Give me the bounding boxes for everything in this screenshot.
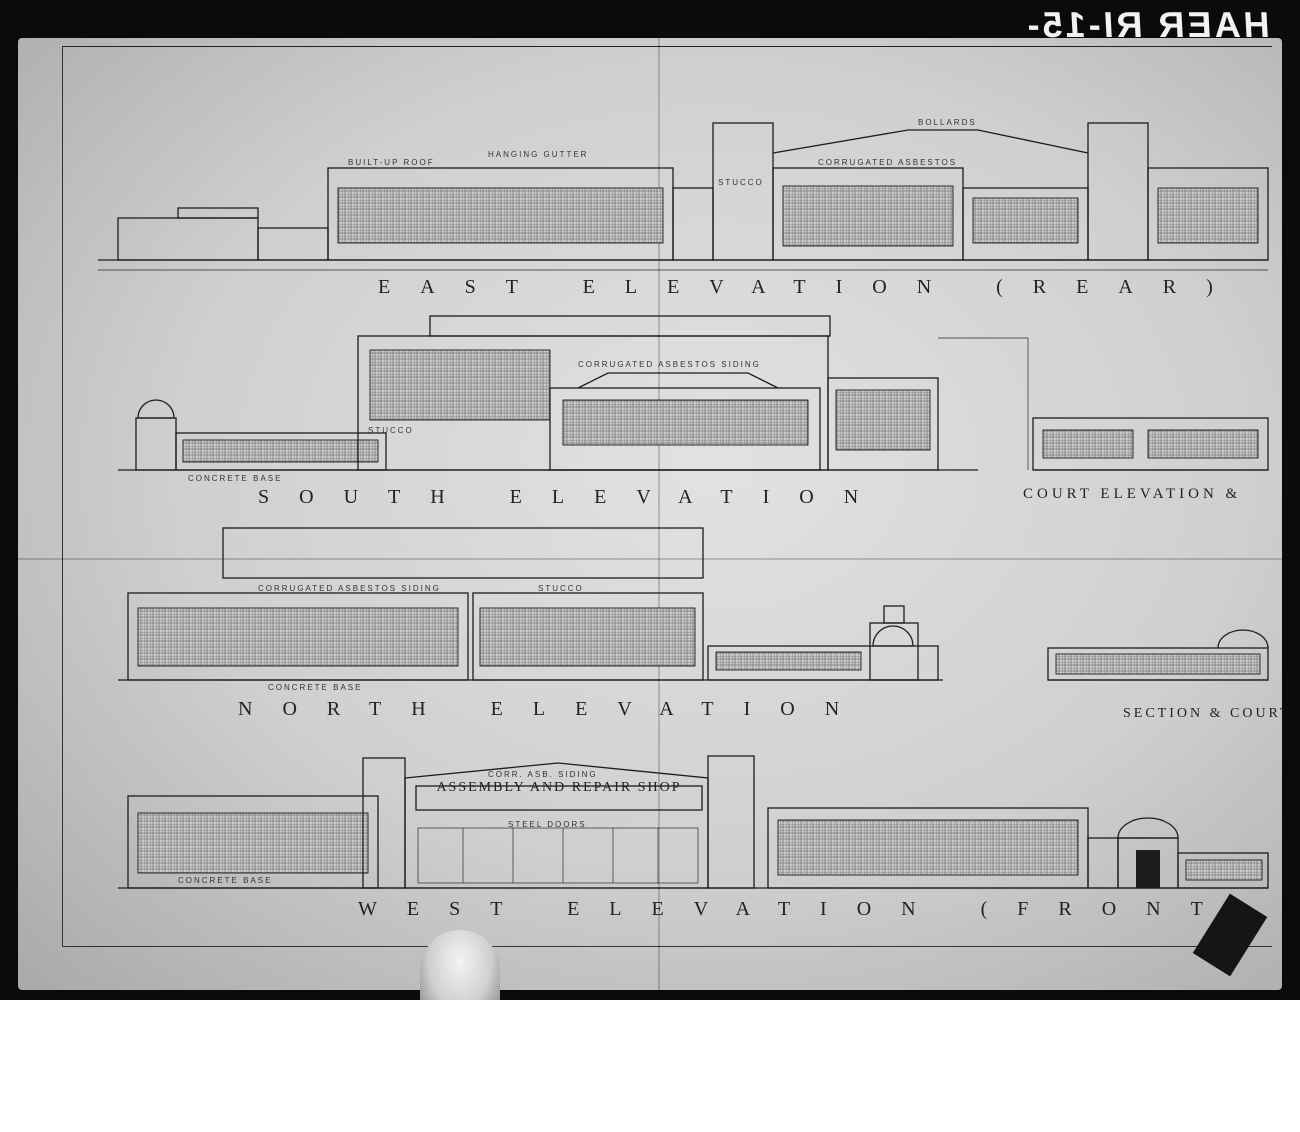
north-label-stucco: STUCCO (538, 584, 584, 593)
court-elevation-title: COURT ELEVATION & (1023, 486, 1242, 502)
fold-crease-vertical (658, 38, 660, 990)
south-label-stucco: STUCCO (368, 426, 414, 435)
south-label-base: CONCRETE BASE (188, 474, 283, 483)
court-elevation-drawing (1032, 417, 1269, 471)
border-left (62, 46, 63, 946)
archival-photograph: HAER RI-15- (0, 0, 1300, 1000)
west-label-siding: CORR. ASB. SIDING (488, 770, 598, 779)
east-label-bollards: BOLLARDS (918, 118, 977, 127)
border-top (62, 46, 1272, 47)
west-elevation-drawing (118, 755, 1269, 889)
east-label-asbestos: CORRUGATED ASBESTOS (818, 158, 958, 167)
east-label-stucco: STUCCO (718, 178, 764, 187)
elevation-drawings (98, 122, 1269, 889)
photographer-thumb (420, 930, 500, 1000)
section-court-title: SECTION & COURT (1123, 706, 1282, 721)
south-elevation-drawing (118, 315, 1029, 471)
east-elevation-title: EAST ELEVATION (REAR) (378, 276, 1243, 298)
south-label-siding: CORRUGATED ASBESTOS SIDING (578, 360, 761, 369)
north-label-base: CONCRETE BASE (268, 683, 363, 692)
border-bottom (62, 946, 1272, 947)
north-label-siding: CORRUGATED ASBESTOS SIDING (258, 584, 441, 593)
blueprint-sheet: EAST ELEVATION (REAR) BUILT-UP ROOF HANG… (18, 38, 1282, 990)
fold-crease-horizontal (18, 558, 1282, 560)
west-label-doors: STEEL DOORS (508, 820, 587, 829)
section-court-drawing (1047, 629, 1269, 681)
assembly-shop-sign: ASSEMBLY AND REPAIR SHOP (436, 780, 682, 795)
west-label-base: CONCRETE BASE (178, 876, 273, 885)
north-elevation-drawing (118, 527, 943, 681)
east-label-roof: BUILT-UP ROOF (348, 158, 435, 167)
east-label-gutter: HANGING GUTTER (488, 150, 589, 159)
west-elevation-title: WEST ELEVATION (FRONT) (358, 898, 1270, 920)
east-elevation-drawing (98, 122, 1269, 271)
north-elevation-title: NORTH ELEVATION (238, 698, 870, 720)
south-elevation-title: SOUTH ELEVATION (258, 486, 889, 508)
